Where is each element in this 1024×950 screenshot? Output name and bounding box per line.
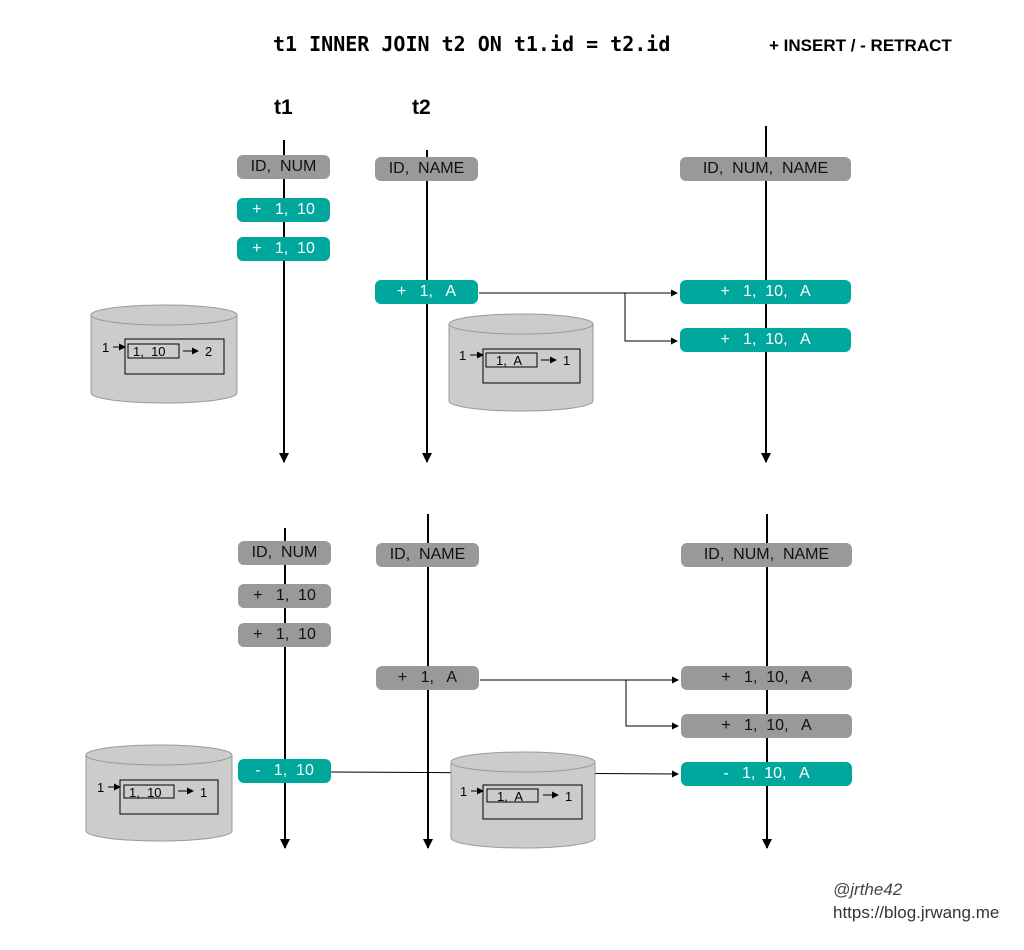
t1-state-row-bottom: 1, 10 (129, 785, 162, 800)
t1-state-count-top: 2 (205, 344, 213, 359)
output-insert-record-2-top: + 1, 10, A (680, 328, 851, 352)
t1-state-row-top: 1, 10 (133, 344, 166, 359)
t2-insert-record-bottom: + 1, A (376, 666, 479, 690)
legend: + INSERT / - RETRACT (769, 36, 952, 55)
t1-insert-record-2-top: + 1, 10 (237, 237, 330, 261)
t2-insert-record-top: + 1, A (375, 280, 478, 304)
output-insert-record-2-bottom: + 1, 10, A (681, 714, 852, 738)
output-insert-record-1-bottom: + 1, 10, A (681, 666, 852, 690)
t1-state-key-top: 1 (102, 340, 110, 355)
blog-url[interactable]: https://blog.jrwang.me (833, 903, 1000, 922)
t2-schema-header-top: ID, NAME (375, 157, 478, 181)
t1-insert-record-2-bottom: + 1, 10 (238, 623, 331, 647)
t2-state-row-bottom: 1, A (497, 789, 524, 804)
join-arrow-bottom-2 (625, 680, 679, 730)
column-header-t1: t1 (274, 96, 293, 119)
diagram-title: t1 INNER JOIN t2 ON t1.id = t2.id (273, 32, 671, 56)
output-insert-record-1-top: + 1, 10, A (680, 280, 851, 304)
join-arrow-top-2 (624, 293, 678, 345)
t1-insert-record-1-top: + 1, 10 (237, 198, 330, 222)
output-retract-record-bottom: - 1, 10, A (681, 762, 852, 786)
t1-state-store-top (90, 304, 238, 404)
t2-state-count-bottom: 1 (565, 789, 573, 804)
t2-state-key-top: 1 (459, 348, 467, 363)
t2-schema-header-bottom: ID, NAME (376, 543, 479, 567)
t1-state-count-bottom: 1 (200, 785, 208, 800)
t2-state-key-bottom: 1 (460, 784, 468, 799)
t1-state-store-bottom (85, 744, 233, 842)
t2-state-store-bottom (450, 751, 596, 849)
column-header-t2: t2 (412, 96, 431, 119)
author-credit: @jrthe42 (833, 880, 903, 899)
t1-schema-header-top: ID, NUM (237, 155, 330, 179)
t1-retract-record-bottom: - 1, 10 (238, 759, 331, 783)
t1-schema-header-bottom: ID, NUM (238, 541, 331, 565)
t2-state-count-top: 1 (563, 353, 571, 368)
output-schema-header-top: ID, NUM, NAME (680, 157, 851, 181)
t2-state-row-top: 1, A (496, 353, 523, 368)
output-schema-header-bottom: ID, NUM, NAME (681, 543, 852, 567)
t1-insert-record-1-bottom: + 1, 10 (238, 584, 331, 608)
t1-state-key-bottom: 1 (97, 780, 105, 795)
t2-state-store-top (448, 313, 594, 412)
